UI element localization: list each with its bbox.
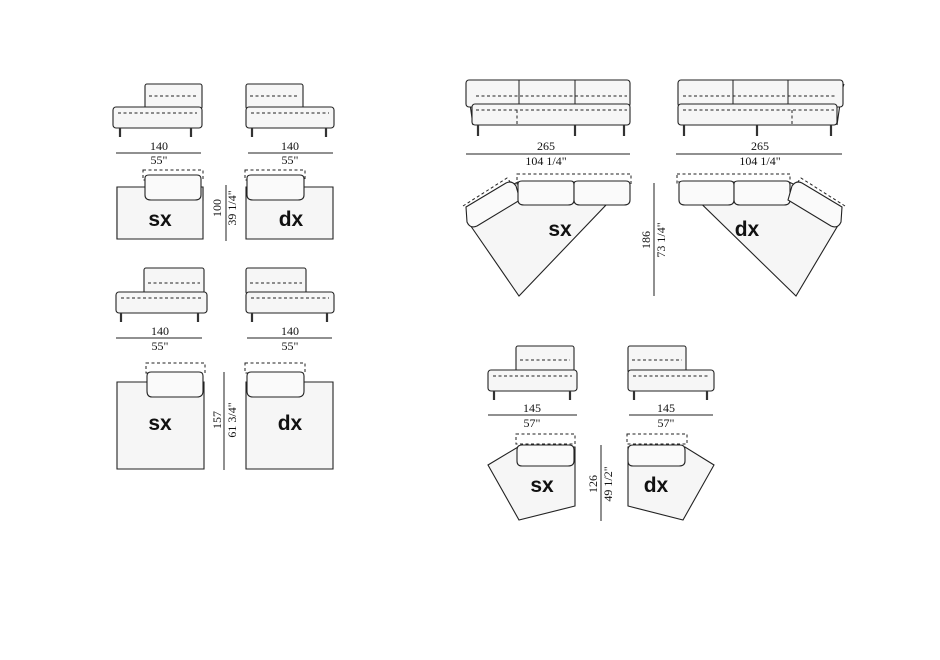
label-dx: dx <box>279 208 304 231</box>
front-view-sx <box>487 345 578 400</box>
plan-view-dx: dx <box>244 362 334 470</box>
front-view-sx <box>112 83 203 137</box>
front-view-dx <box>245 267 335 322</box>
width-cm-dx: 140 <box>281 324 299 338</box>
width-cm-dx: 145 <box>657 401 675 415</box>
plan-view-sx: sx <box>487 433 576 521</box>
module-4: 145 57" 145 57" sx 126 49 1/2" dx <box>487 345 715 521</box>
label-sx: sx <box>148 208 172 231</box>
depth-cm: 157 <box>210 411 224 429</box>
module-1: 140 55" 140 55" sx 100 39 1/4" dx <box>112 83 335 241</box>
front-view-dx <box>245 83 335 137</box>
plan-view-dx: dx <box>244 169 334 240</box>
depth-cm: 186 <box>639 231 653 249</box>
depth-in: 49 1/2" <box>601 466 615 501</box>
width-cm-sx: 265 <box>537 139 555 153</box>
front-view-sx <box>465 79 631 136</box>
plan-view-sx: sx <box>462 173 632 297</box>
width-in-dx: 104 1/4" <box>739 154 780 168</box>
width-in-sx: 55" <box>151 153 168 167</box>
module-3: 265 104 1/4" 265 104 1/4" sx 186 73 1/4"… <box>462 79 846 297</box>
plan-view-dx: dx <box>626 433 715 521</box>
label-sx: sx <box>548 218 572 241</box>
width-cm-sx: 145 <box>523 401 541 415</box>
width-cm-dx: 140 <box>281 139 299 153</box>
label-sx: sx <box>148 412 172 435</box>
plan-view-sx: sx <box>116 169 204 240</box>
label-dx: dx <box>278 412 303 435</box>
plan-view-sx: sx <box>116 362 206 470</box>
depth-cm: 100 <box>210 199 224 217</box>
module-2: 140 55" 140 55" sx 157 61 3/4" dx <box>115 267 335 470</box>
front-view-dx <box>677 79 845 136</box>
width-in-dx: 55" <box>282 339 299 353</box>
width-in-sx: 57" <box>524 416 541 430</box>
width-cm-sx: 140 <box>150 139 168 153</box>
width-cm-dx: 265 <box>751 139 769 153</box>
depth-in: 39 1/4" <box>225 190 239 225</box>
front-view-dx <box>627 345 715 400</box>
width-in-dx: 57" <box>658 416 675 430</box>
label-sx: sx <box>530 474 554 497</box>
width-in-sx: 104 1/4" <box>525 154 566 168</box>
width-in-sx: 55" <box>152 339 169 353</box>
width-cm-sx: 140 <box>151 324 169 338</box>
depth-in: 61 3/4" <box>225 402 239 437</box>
label-dx: dx <box>735 218 760 241</box>
width-in-dx: 55" <box>282 153 299 167</box>
depth-cm: 126 <box>586 475 600 493</box>
depth-in: 73 1/4" <box>654 222 668 257</box>
plan-view-dx: dx <box>676 173 846 297</box>
front-view-sx <box>115 267 208 322</box>
label-dx: dx <box>644 474 669 497</box>
